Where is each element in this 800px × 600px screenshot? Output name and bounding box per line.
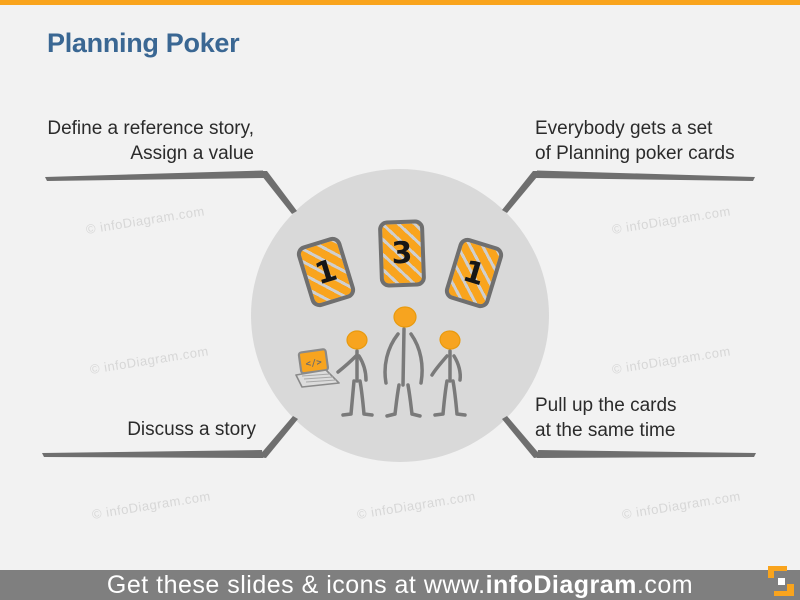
callout-line-top-left [45,170,264,181]
person-right-figure [430,349,467,417]
label-line: at the same time [535,420,676,441]
top-accent-bar [0,0,800,5]
watermark: © infoDiagram.com [84,203,206,237]
footer-brand-name: infoDiagram [485,571,637,599]
label-line: Define a reference story, [47,118,254,139]
watermark: © infoDiagram.com [610,343,732,377]
person-center-head [393,306,417,328]
label-line: Discuss a story [127,419,256,440]
watermark: © infoDiagram.com [90,488,212,522]
person-right-head [439,330,461,350]
label-line: Assign a value [130,143,254,164]
watermark: © infoDiagram.com [610,203,732,237]
label-pull-up-cards: Pull up the cards at the same time [535,393,775,443]
label-discuss-a-story: Discuss a story [20,417,256,442]
callout-line-top-right [536,170,755,181]
label-line: Pull up the cards [535,395,677,416]
footer-text-suffix: .com [636,571,694,599]
laptop-icon: </> [295,348,340,388]
footer-bar: Get these slides & icons at www.infoDiag… [0,570,800,600]
watermark: © infoDiagram.com [355,488,477,522]
page-title: Planning Poker [47,28,240,58]
watermark: © infoDiagram.com [88,343,210,377]
person-left-head [346,330,368,350]
person-center-figure [383,327,424,418]
footer-text-prefix: Get these slides & icons at www. [106,571,486,599]
callout-line-bottom-right [537,450,756,458]
label-define-reference-story: Define a reference story, Assign a value [20,116,254,166]
callout-line-bottom-left [42,450,263,458]
label-everybody-gets-cards: Everybody gets a set of Planning poker c… [535,116,775,166]
person-left-figure [336,349,374,417]
label-line: of Planning poker cards [535,143,735,164]
laptop-screen-code: </> [305,358,323,370]
infodiagram-logo-icon [768,566,794,596]
team-figures: </> [295,306,467,418]
label-line: Everybody gets a set [535,118,713,139]
watermark: © infoDiagram.com [620,488,742,522]
